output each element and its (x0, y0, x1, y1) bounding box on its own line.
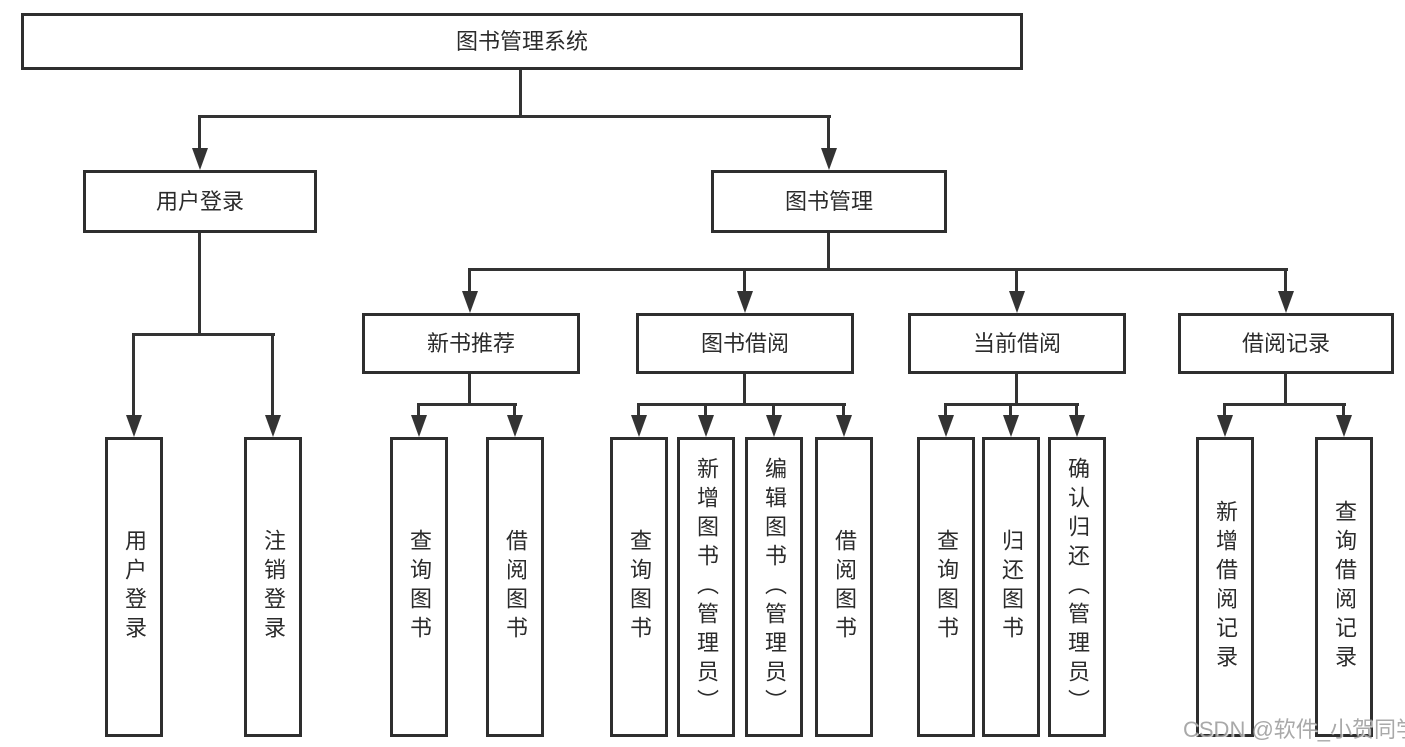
connector-book-management-rail (470, 268, 1288, 271)
arrowhead-add-book (698, 415, 714, 437)
arrowhead-query-books-1 (411, 415, 427, 437)
leaf-query-books-1-label: 查询图书 (407, 529, 432, 645)
connector-drop-borrow-books-1 (513, 403, 516, 415)
leaf-borrow-books-2-label: 借阅图书 (832, 529, 857, 645)
leaf-borrow-books-1-label: 借阅图书 (503, 529, 528, 645)
arrowhead-book-borrowing (737, 291, 753, 313)
connector-book-borrowing-rail (639, 403, 846, 406)
connector-new-book-recommend-stem (468, 374, 471, 405)
connector-drop-book-management (827, 115, 830, 148)
connector-current-borrowing-stem (1015, 374, 1018, 405)
connector-current-borrowing-rail (946, 403, 1079, 406)
connector-drop-leaf-user-login (132, 333, 135, 415)
arrowhead-confirm-return (1069, 415, 1085, 437)
leaf-user-login-label: 用户登录 (122, 529, 147, 645)
leaf-query-books-2: 查询图书 (610, 437, 668, 737)
leaf-add-borrow-record-label: 新增借阅记录 (1213, 500, 1238, 674)
connector-drop-add-borrow-record (1223, 403, 1226, 415)
leaf-query-borrow-record: 查询借阅记录 (1315, 437, 1373, 737)
connector-user-login-stem (198, 233, 201, 336)
connector-drop-query-books-1 (417, 403, 420, 415)
node-book-management-label: 图书管理 (784, 188, 873, 214)
arrowhead-borrow-records (1278, 291, 1294, 313)
leaf-query-books-1: 查询图书 (390, 437, 448, 737)
connector-borrow-records-rail (1225, 403, 1346, 406)
node-user-login-label: 用户登录 (155, 188, 244, 214)
connector-borrow-records-stem (1284, 374, 1287, 405)
node-library-system: 图书管理系统 (21, 13, 1023, 70)
leaf-logout-label: 注销登录 (261, 529, 286, 645)
leaf-edit-book-admin-label: 编辑图书（管理员） (762, 456, 787, 718)
connector-drop-book-borrowing (743, 268, 746, 291)
node-new-book-recommend-label: 新书推荐 (426, 330, 515, 356)
connector-drop-query-books-3 (944, 403, 947, 415)
leaf-borrow-books-2: 借阅图书 (815, 437, 873, 737)
arrowhead-add-borrow-record (1217, 415, 1233, 437)
connector-book-borrowing-stem (743, 374, 746, 405)
arrowhead-leaf-user-login (126, 415, 142, 437)
node-book-management: 图书管理 (711, 170, 947, 233)
connector-new-book-recommend-rail (419, 403, 517, 406)
leaf-query-borrow-record-label: 查询借阅记录 (1332, 500, 1357, 674)
node-current-borrowing-label: 当前借阅 (972, 330, 1061, 356)
arrowhead-query-books-2 (631, 415, 647, 437)
connector-drop-query-borrow-record (1342, 403, 1345, 415)
connector-drop-user-login (198, 115, 201, 148)
arrowhead-query-borrow-record (1336, 415, 1352, 437)
leaf-borrow-books-1: 借阅图书 (486, 437, 544, 737)
node-current-borrowing: 当前借阅 (908, 313, 1126, 374)
leaf-add-borrow-record: 新增借阅记录 (1196, 437, 1254, 737)
leaf-logout: 注销登录 (244, 437, 302, 737)
leaf-return-book-label: 归还图书 (999, 529, 1024, 645)
arrowhead-borrow-books-1 (507, 415, 523, 437)
leaf-query-books-2-label: 查询图书 (627, 529, 652, 645)
arrowhead-book-management (821, 148, 837, 170)
arrowhead-current-borrowing (1009, 291, 1025, 313)
connector-drop-edit-book (772, 403, 775, 415)
leaf-edit-book-admin: 编辑图书（管理员） (745, 437, 803, 737)
leaf-user-login: 用户登录 (105, 437, 163, 737)
connector-drop-new-book-recommend (468, 268, 471, 291)
node-borrow-records-label: 借阅记录 (1241, 330, 1330, 356)
arrowhead-user-login (192, 148, 208, 170)
arrowhead-new-book-recommend (462, 291, 478, 313)
node-book-borrowing: 图书借阅 (636, 313, 854, 374)
leaf-query-books-3-label: 查询图书 (934, 529, 959, 645)
csdn-watermark: CSDN @软件_小贺同学 (1183, 717, 1405, 742)
leaf-query-books-3: 查询图书 (917, 437, 975, 737)
leaf-add-book-admin-label: 新增图书（管理员） (694, 456, 719, 718)
leaf-confirm-return-admin: 确认归还（管理员） (1048, 437, 1106, 737)
arrowhead-query-books-3 (938, 415, 954, 437)
node-user-login: 用户登录 (83, 170, 317, 233)
connector-drop-current-borrowing (1015, 268, 1018, 291)
arrowhead-borrow-books-2 (836, 415, 852, 437)
connector-user-login-rail (134, 333, 275, 336)
connector-root-rail (199, 115, 831, 118)
connector-root-stem (519, 70, 522, 117)
connector-drop-confirm-return (1075, 403, 1078, 415)
arrowhead-return-book (1003, 415, 1019, 437)
leaf-add-book-admin: 新增图书（管理员） (677, 437, 735, 737)
arrowhead-edit-book (766, 415, 782, 437)
node-library-system-label: 图书管理系统 (455, 28, 588, 54)
connector-drop-borrow-books-2 (842, 403, 845, 415)
connector-drop-return-book (1009, 403, 1012, 415)
arrowhead-leaf-logout (265, 415, 281, 437)
leaf-confirm-return-admin-label: 确认归还（管理员） (1065, 456, 1090, 718)
connector-drop-leaf-logout (271, 333, 274, 415)
leaf-return-book: 归还图书 (982, 437, 1040, 737)
connector-drop-borrow-records (1284, 268, 1287, 291)
node-borrow-records: 借阅记录 (1178, 313, 1394, 374)
connector-book-management-stem (827, 233, 830, 270)
connector-drop-add-book (704, 403, 707, 415)
node-new-book-recommend: 新书推荐 (362, 313, 580, 374)
node-book-borrowing-label: 图书借阅 (700, 330, 789, 356)
connector-drop-query-books-2 (637, 403, 640, 415)
